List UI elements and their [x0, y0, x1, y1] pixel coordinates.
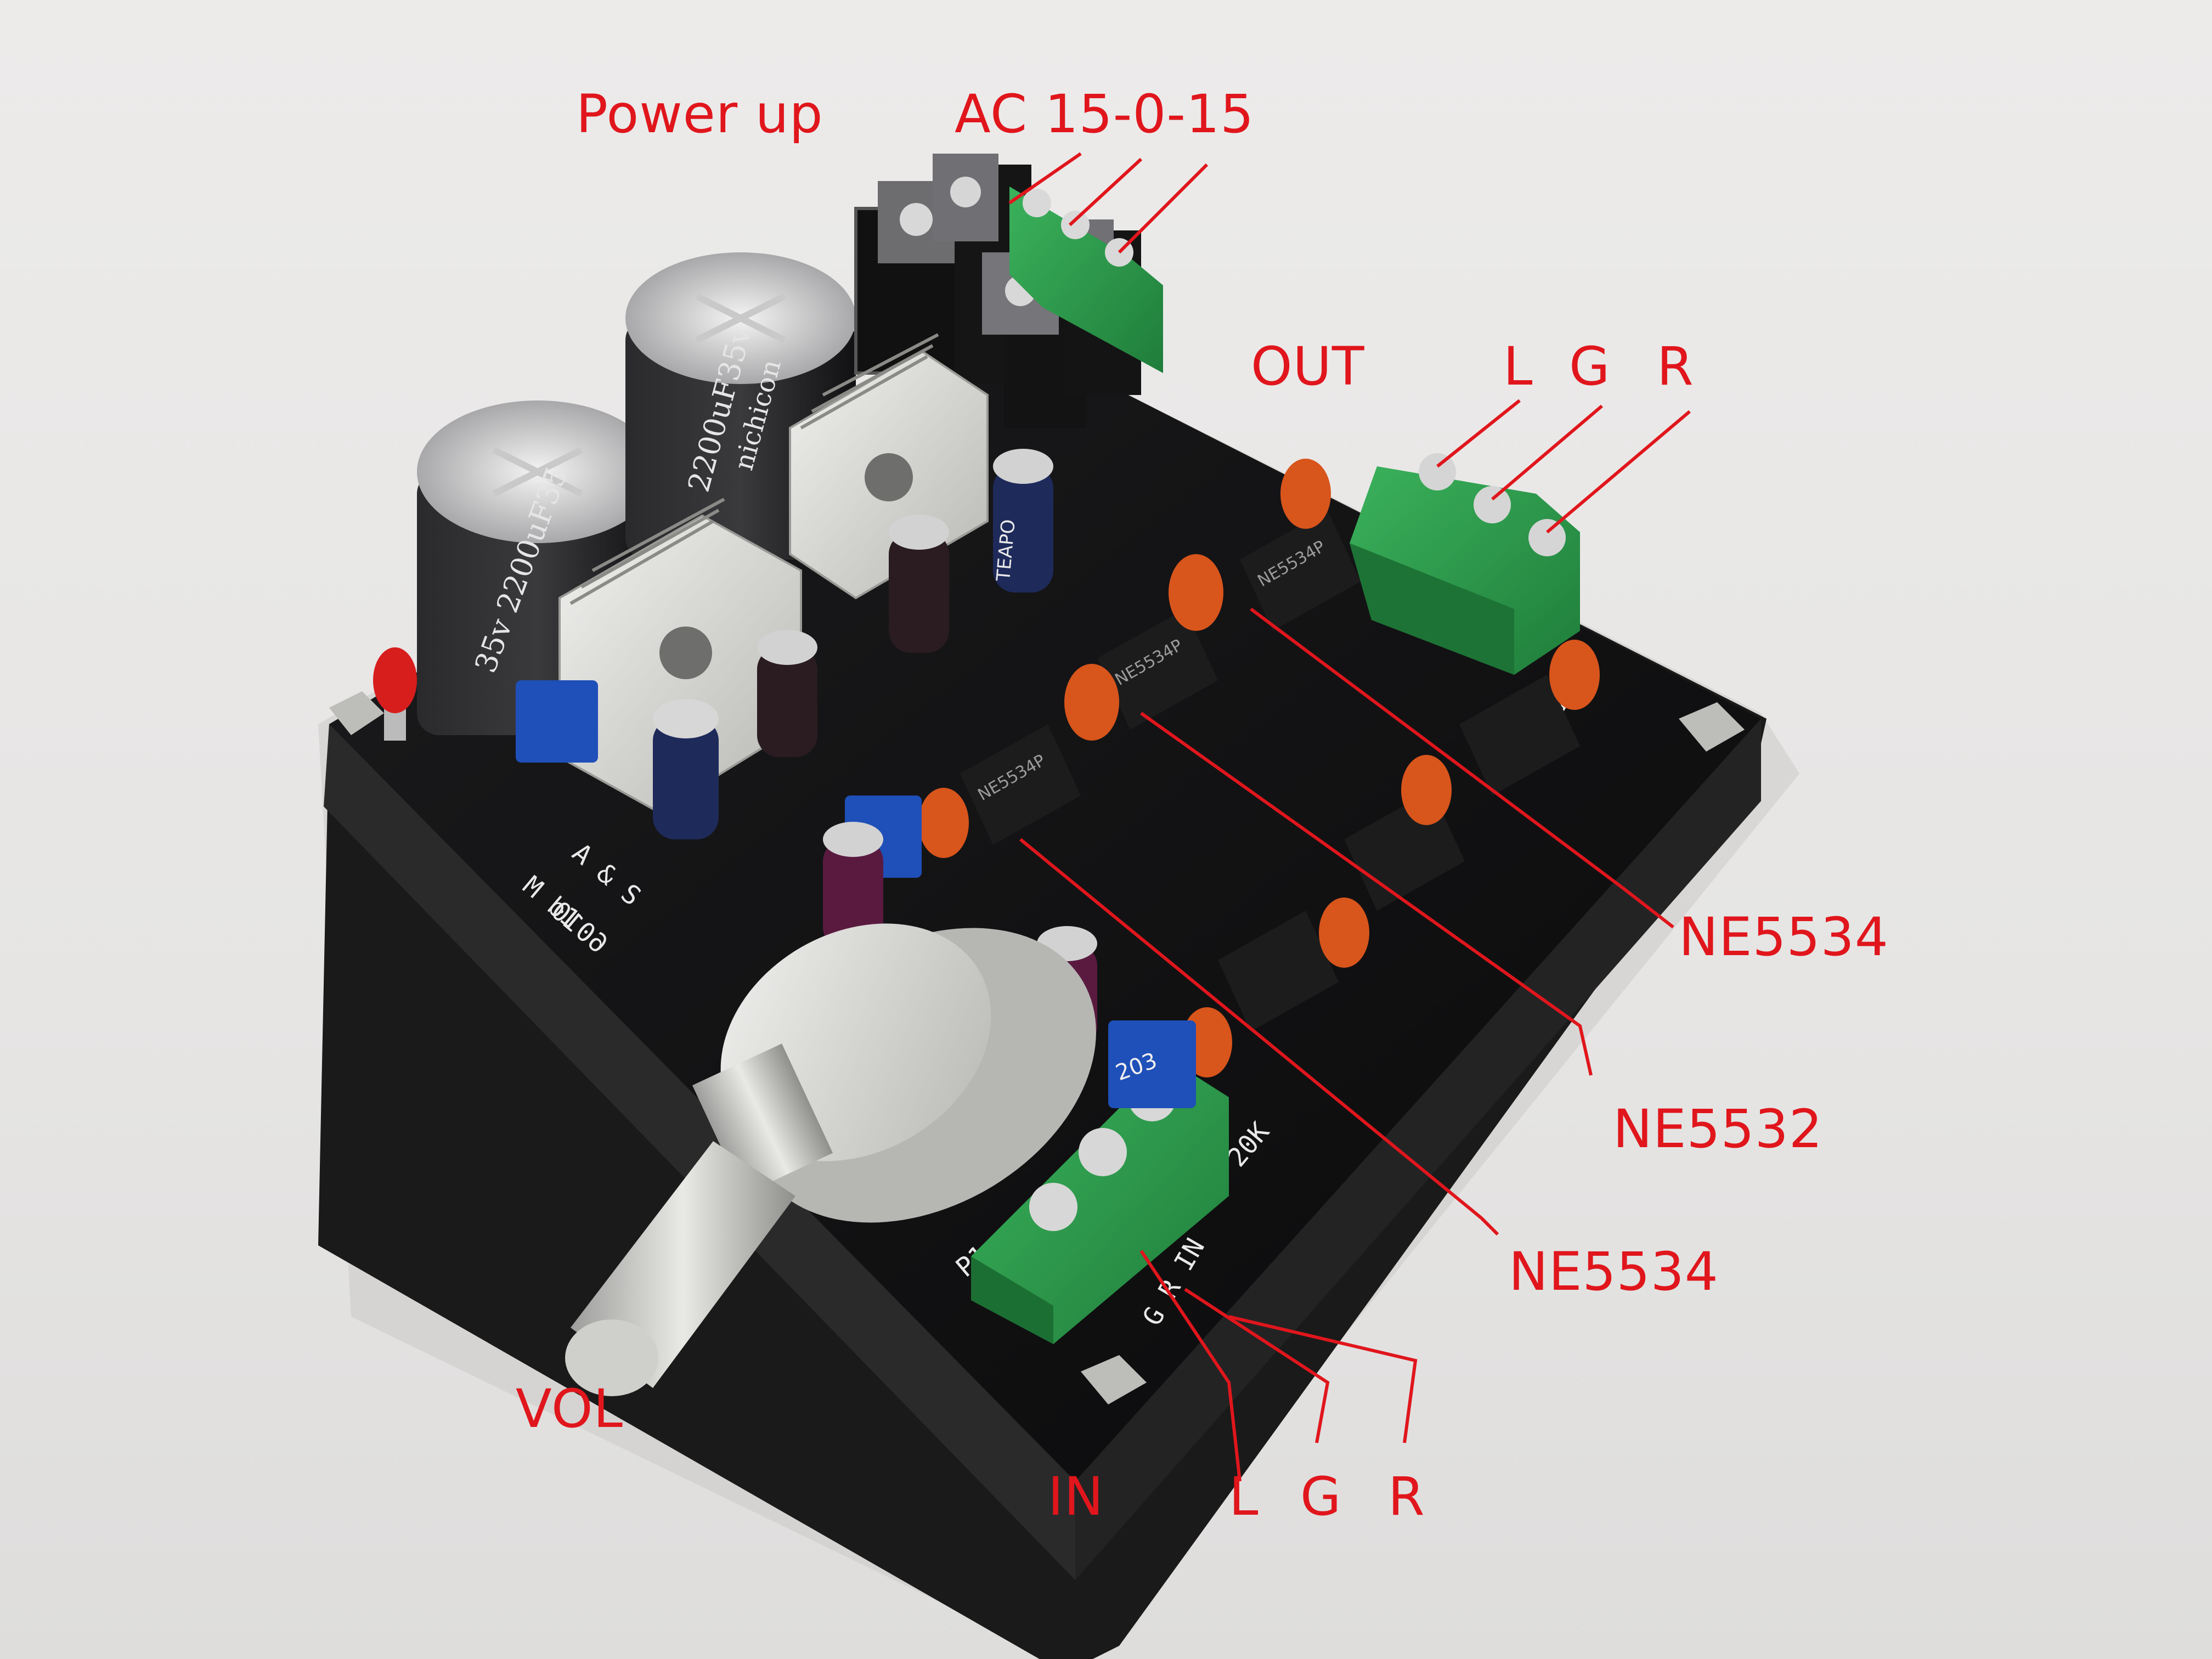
label-out-g: G — [1569, 336, 1611, 397]
small-cap-text: TEAPO — [992, 518, 1020, 583]
label-ac-input: AC 15-0-15 — [955, 83, 1255, 145]
label-in-r: R — [1388, 1466, 1425, 1527]
annotation-lines — [1008, 152, 1691, 1482]
label-power-up: Power up — [576, 83, 823, 145]
label-chip-bottom: NE5534 — [1509, 1241, 1719, 1302]
label-in-g: G — [1300, 1466, 1342, 1527]
label-in-l: L — [1229, 1466, 1259, 1527]
film-capacitor-group — [918, 459, 1600, 1077]
opamp-chip-icon — [1459, 675, 1580, 795]
opamp-chip-icon — [1218, 911, 1339, 1031]
label-out-r: R — [1657, 336, 1694, 397]
label-chip-middle: NE5532 — [1613, 1098, 1823, 1160]
label-out: OUT — [1251, 336, 1365, 397]
led-icon — [373, 647, 417, 741]
label-in: IN — [1048, 1466, 1104, 1527]
opamp-chip-icon: NE5534P — [960, 724, 1081, 845]
silk-ref-p3: P3 — [1162, 384, 1193, 416]
potentiometer-knob-icon — [565, 923, 1096, 1396]
label-out-l: L — [1503, 336, 1533, 397]
opamp-chip-icon: NE5534P — [1097, 609, 1218, 730]
label-chip-top: NE5534 — [1679, 906, 1889, 968]
standoff-group — [329, 691, 1745, 1404]
screw-terminal-icon — [1350, 453, 1580, 675]
label-vol: VOL — [516, 1378, 624, 1440]
opamp-chip-icon: NE5534P — [1240, 510, 1361, 631]
